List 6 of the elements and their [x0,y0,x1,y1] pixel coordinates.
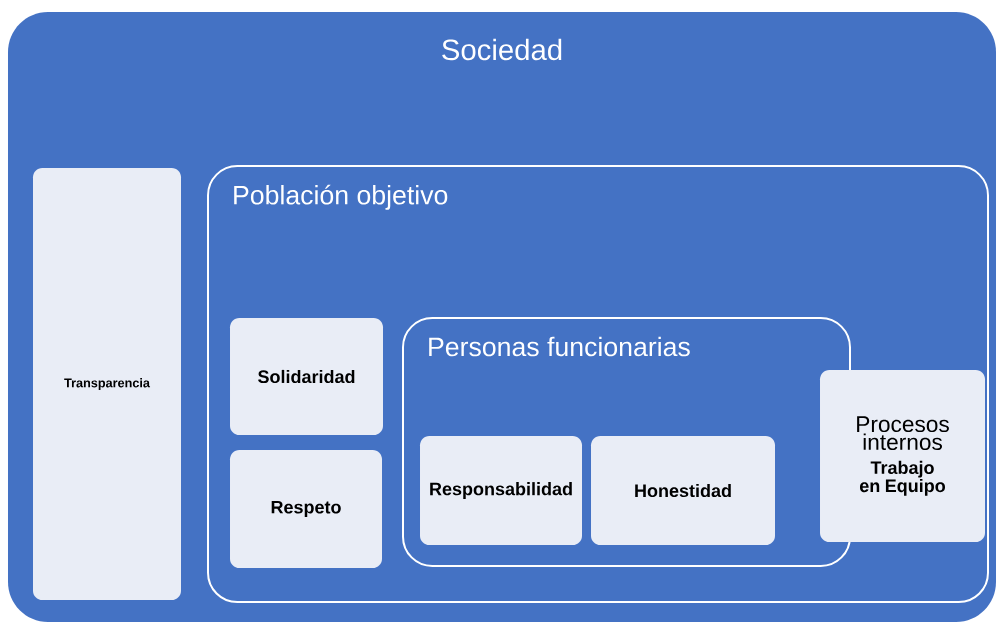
value-box: Responsabilidad [420,436,582,545]
value-box: Procesos internos Trabajo en Equipo [820,370,985,542]
value-box: Transparencia [33,168,181,600]
value-box: Solidaridad [230,318,383,435]
value-box: Respeto [230,450,382,568]
value-box: Honestidad [591,436,775,545]
